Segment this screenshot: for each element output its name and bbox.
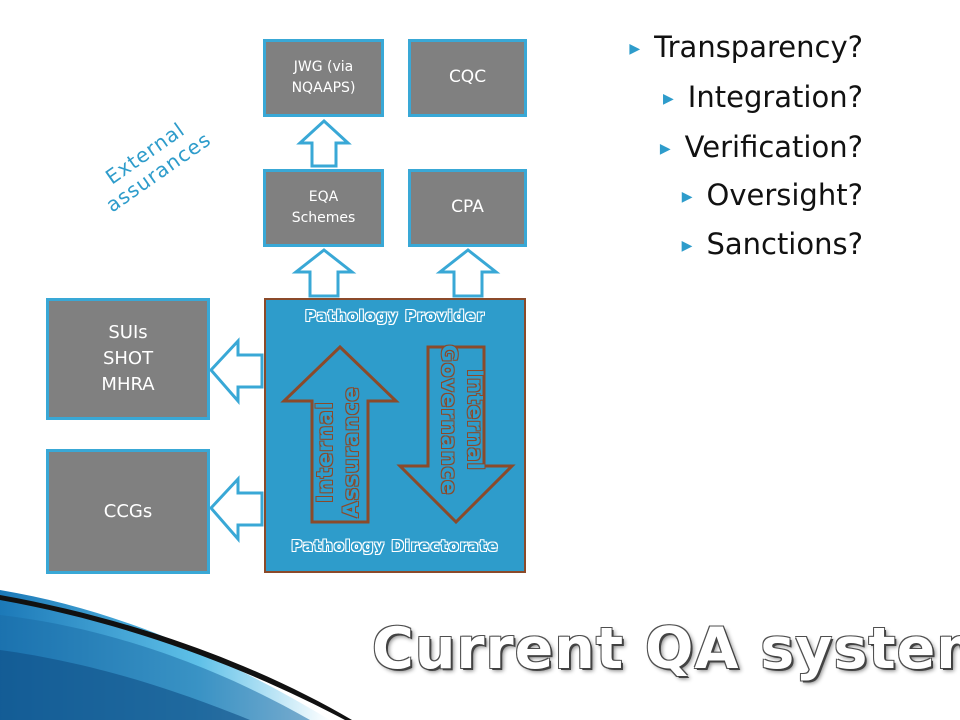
ccgs-label: CCGs (103, 501, 153, 522)
pathology-provider-box: Pathology Provider Pathology Directorate (264, 298, 526, 573)
internal-assurance-line2: Assurance (339, 386, 363, 518)
cpa-box: CPA (408, 169, 527, 247)
jwg-box: JWG (via NQAAPS) (263, 39, 384, 117)
internal-assurance-text: Internal Assurance (312, 378, 368, 526)
question-item: ▶ Sanctions? (682, 227, 863, 261)
internal-governance-line2: Governance (437, 344, 461, 496)
ccgs-box: CCGs (46, 449, 210, 574)
eqa-box: EQA Schemes (263, 169, 384, 247)
bullet-icon: ▶ (663, 91, 674, 107)
up-arrow-provider-to-eqa (291, 248, 357, 298)
suis-label: SUIs SHOT MHRA (101, 321, 155, 396)
internal-assurance-line1: Internal (313, 401, 337, 503)
question-text: Oversight? (706, 178, 863, 212)
cqc-box: CQC (408, 39, 527, 117)
bullet-icon: ▶ (659, 141, 671, 157)
eqa-label: EQA Schemes (291, 189, 356, 226)
left-arrow-to-ccgs (208, 475, 264, 544)
up-arrow-provider-to-cpa (435, 248, 501, 298)
pathology-directorate-label: Pathology Directorate (291, 537, 499, 555)
cpa-label: CPA (451, 197, 484, 218)
internal-governance-arrow (396, 345, 516, 525)
question-text: Sanctions? (706, 227, 863, 261)
question-item: ▶ Verification? (660, 130, 863, 164)
question-text: Integration? (687, 80, 863, 114)
suis-box: SUIs SHOT MHRA (46, 298, 210, 420)
pathology-provider-label: Pathology Provider (305, 307, 485, 325)
question-text: Transparency? (654, 30, 863, 64)
internal-governance-line1: Internal (463, 369, 487, 471)
question-item: ▶ Oversight? (682, 178, 863, 212)
internal-governance-text: Internal Governance (432, 338, 488, 502)
question-item: ▶ Transparency? (629, 30, 863, 64)
question-text: Verification? (684, 130, 863, 164)
question-item: ▶ Integration? (663, 80, 863, 114)
up-arrow-eqa-to-jwg (296, 118, 352, 168)
bullet-icon: ▶ (681, 189, 693, 205)
cqc-label: CQC (448, 67, 487, 88)
jwg-label: JWG (via NQAAPS) (291, 59, 356, 96)
left-arrow-to-suis (208, 337, 264, 406)
bullet-icon: ▶ (681, 238, 693, 254)
slide-title: Current QA system (372, 616, 960, 682)
internal-assurance-arrow (280, 344, 400, 524)
bullet-icon: ▶ (629, 41, 641, 57)
